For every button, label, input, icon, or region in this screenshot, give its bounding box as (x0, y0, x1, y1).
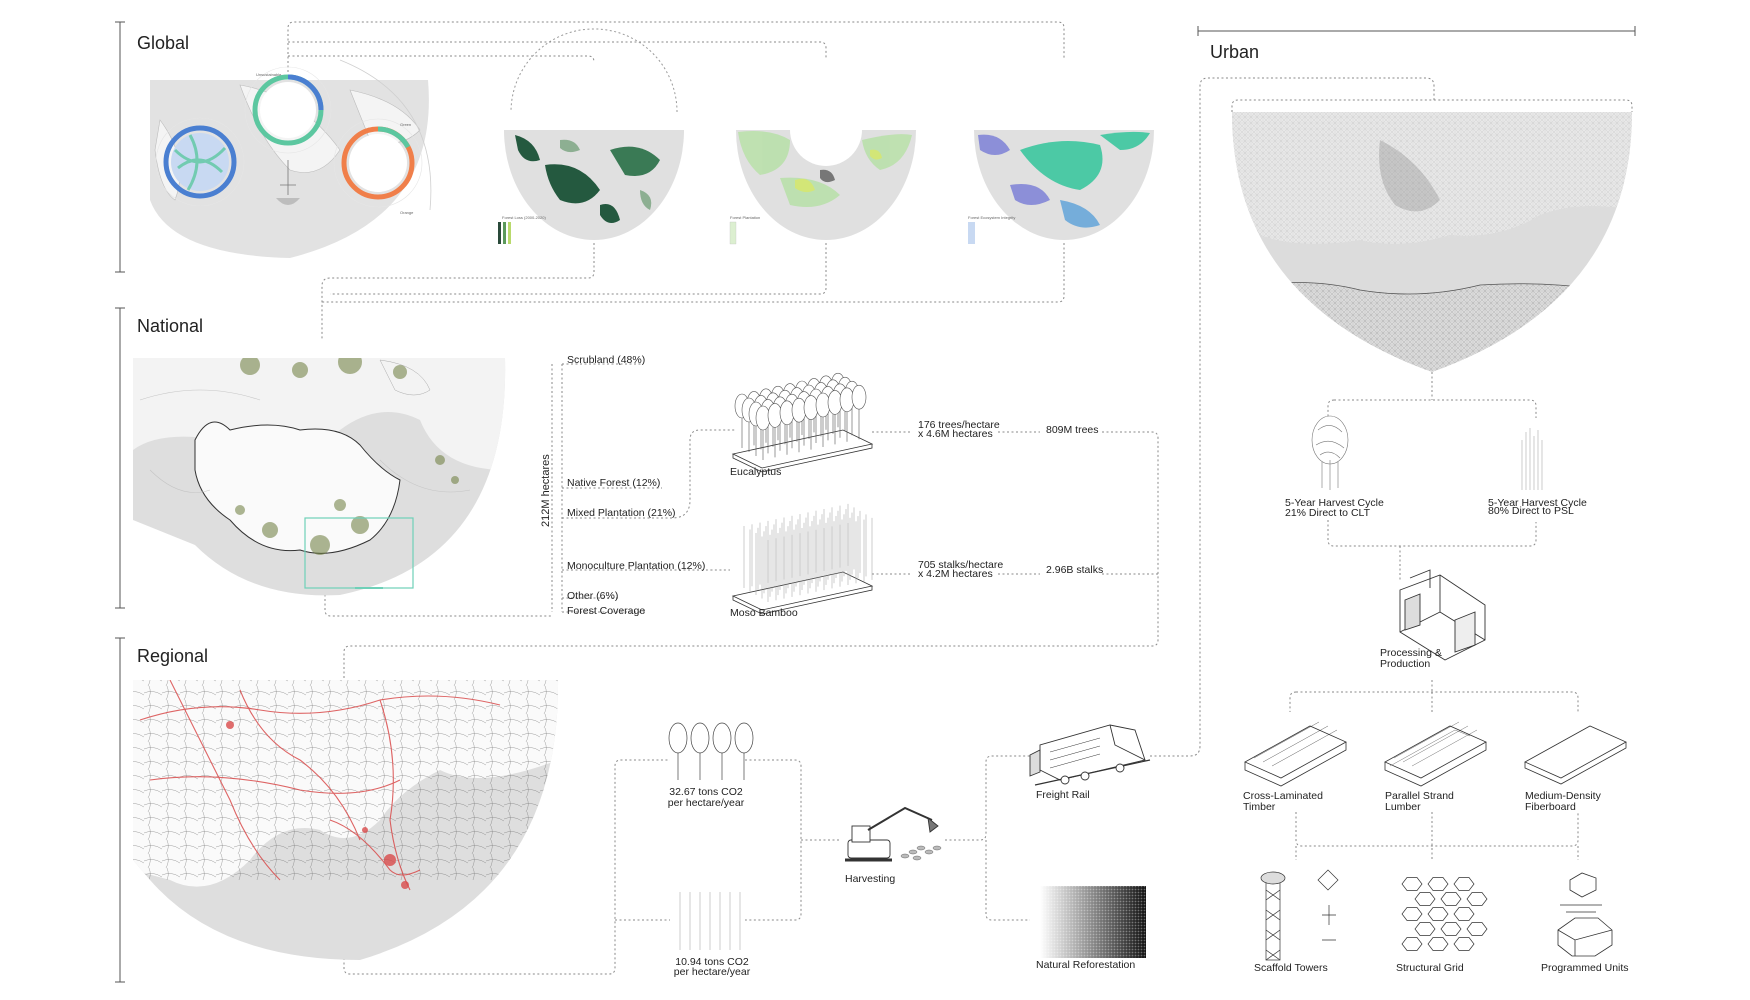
species-name-bamboo: Moso Bamboo (730, 607, 798, 619)
global-semicircle-plantation (729, 130, 916, 245)
hex-cell (1440, 892, 1462, 906)
scale-bars (115, 21, 1636, 983)
mdf-panel-icon (1524, 725, 1627, 785)
hex-cell (1414, 922, 1436, 936)
hex-cell (1453, 877, 1475, 891)
legend-title: Forest Plantation (730, 215, 761, 220)
species-rate: 176 trees/hectare (918, 419, 1000, 431)
cycle-eucalyptus-line2: 21% Direct to CLT (1285, 507, 1370, 519)
ring-label: Orange (400, 210, 414, 215)
category-mixed-plantation: Mixed Plantation (21%) (567, 507, 676, 519)
freight-rail-label: Freight Rail (1036, 789, 1090, 801)
species-area: x 4.6M hectares (918, 428, 993, 440)
processing-plant-icon (1399, 569, 1486, 661)
category-scrubland: Scrubland (48%) (567, 354, 646, 366)
eucalyptus-plot (731, 372, 874, 473)
hex-cell (1427, 907, 1449, 921)
species-rate: 705 stalks/hectare (918, 559, 1004, 571)
reforestation-gradient (1040, 886, 1146, 958)
urban-map (1232, 112, 1632, 372)
processing-line1: Processing & (1380, 647, 1442, 659)
global-semicircle-forest-loss (498, 28, 684, 244)
tree-crown (851, 384, 867, 410)
co2-eucalyptus-line1: 32.67 tons CO2 (669, 786, 743, 798)
structural-grid-icon (1401, 877, 1488, 951)
excavator-icon (845, 806, 942, 862)
category-other: Other (6%) (567, 590, 619, 602)
bamboo-row-icon (679, 892, 741, 950)
species-total: 809M trees (1046, 424, 1099, 436)
species-name-eucalyptus: Eucalyptus (730, 466, 782, 478)
tree-crown (690, 722, 710, 754)
tree-crown (668, 722, 688, 754)
ring-blue (155, 117, 245, 207)
product-mdf-line1: Medium-Density (1525, 790, 1601, 802)
ring-label: Green (400, 122, 412, 127)
hex-cell (1401, 877, 1423, 891)
section-title-global: Global (137, 33, 190, 53)
product-psl-line1: Parallel Strand (1385, 790, 1454, 802)
processing-line2: Production (1380, 658, 1431, 670)
species-area: x 4.2M hectares (918, 568, 993, 580)
scaffold-tower-icon (1260, 869, 1339, 961)
ring-green (244, 66, 332, 154)
hex-cell (1466, 892, 1488, 906)
product-clt-line2: Timber (1243, 801, 1276, 813)
co2-bamboo-line2: per hectare/year (673, 966, 751, 978)
freight-train-icon (1029, 724, 1151, 786)
product-psl-line2: Lumber (1385, 801, 1421, 813)
hex-cell (1427, 937, 1449, 951)
hex-cell (1453, 937, 1475, 951)
bamboo-sapling-icon (1521, 428, 1543, 490)
category-native-forest: Native Forest (12%) (567, 477, 661, 489)
co2-eucalyptus-line2: per hectare/year (667, 797, 745, 809)
section-title-urban: Urban (1210, 42, 1260, 62)
hex-cell (1414, 892, 1436, 906)
programmed-units-icon (1557, 872, 1613, 957)
bamboo-plot (731, 503, 874, 615)
tree-crown (734, 722, 754, 754)
cycle-bamboo-line2: 80% Direct to PSL (1488, 505, 1574, 517)
clt-panel-icon (1244, 721, 1347, 787)
system-programmed-units: Programmed Units (1541, 962, 1629, 974)
category-monoculture: Monoculture Plantation (12%) (567, 560, 706, 572)
legend-bar (508, 222, 511, 244)
section-title-regional: Regional (137, 646, 209, 666)
harvesting-label: Harvesting (845, 873, 896, 885)
hex-cell (1466, 922, 1488, 936)
hex-cell (1401, 907, 1423, 921)
hex-cell (1401, 937, 1423, 951)
reforestation-label: Natural Reforestation (1036, 959, 1136, 971)
section-title-national: National (137, 316, 204, 336)
dotted-connectors (287, 21, 1633, 975)
cycle-bamboo-line1: 5-Year Harvest Cycle (1488, 497, 1587, 509)
eucalyptus-sapling-icon (1311, 415, 1349, 490)
hex-cell (1427, 877, 1449, 891)
category-forest-coverage: Forest Coverage (567, 605, 646, 617)
cycle-eucalyptus-line1: 5-Year Harvest Cycle (1285, 497, 1384, 509)
total-hectares-label: 212M hectares (540, 454, 552, 527)
regional-map (133, 680, 559, 960)
global-semicircle-integrity (968, 130, 1154, 244)
tree-crown (712, 722, 732, 754)
tree-row-icon (668, 722, 754, 780)
hex-cell (1453, 907, 1475, 921)
system-structural-grid: Structural Grid (1396, 962, 1464, 974)
ring-orange (333, 118, 423, 208)
national-map (133, 358, 506, 596)
global-map (150, 59, 432, 258)
species-total: 2.96B stalks (1046, 564, 1104, 576)
system-scaffold-towers: Scaffold Towers (1254, 962, 1328, 974)
co2-bamboo-line1: 10.94 tons CO2 (675, 956, 749, 968)
hex-cell (1440, 922, 1462, 936)
legend-bar (503, 222, 506, 244)
product-mdf-line2: Fiberboard (1525, 801, 1576, 813)
product-clt-line1: Cross-Laminated (1243, 790, 1323, 802)
legend-bar (498, 222, 501, 244)
legend-title: Forest Ecosystem Integrity (968, 215, 1016, 220)
psl-panel-icon (1384, 721, 1487, 787)
legend-title: Forest Loss (2000-2020) (502, 215, 546, 220)
ring-label: Unsustainable (256, 72, 282, 77)
